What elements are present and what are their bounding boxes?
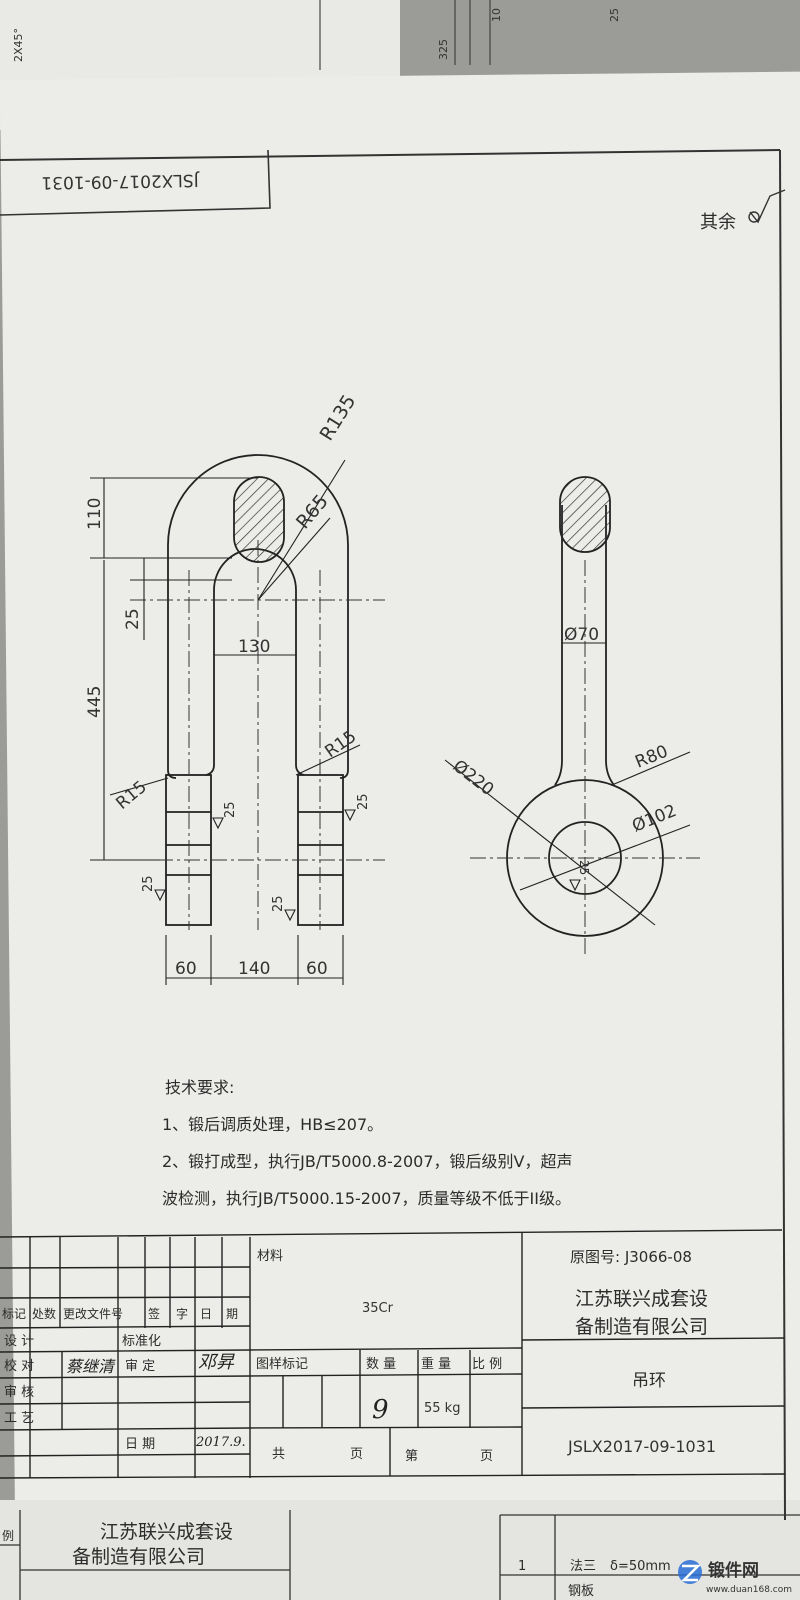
dim-130: 130 (238, 637, 270, 657)
roughness-symbol-icon (748, 189, 786, 224)
front-roughness-marks (154, 809, 356, 922)
side-hatched-section (559, 476, 611, 553)
dim-60-left: 60 (175, 959, 197, 979)
rev-header-date-1: 日 (200, 1307, 212, 1321)
signature-checker: 蔡继清 (66, 1357, 116, 1376)
watermark-name: 锻件网 (708, 1560, 759, 1581)
original-drawing-number: 原图号: J3066-08 (570, 1248, 692, 1266)
bottom-company-line1: 江苏联兴成套设 (100, 1521, 233, 1543)
sheet-border-right (779, 149, 786, 1521)
rev-header-mark: 标记 (2, 1307, 26, 1321)
role-review: 审 核 (4, 1385, 34, 1400)
tech-requirement-2: 2、锻打成型，执行JB/T5000.8-2007，锻后级别V，超声 (162, 1152, 572, 1171)
tech-requirement-2-cont: 波检测，执行JB/T5000.15-2007，质量等级不低于II级。 (162, 1189, 571, 1208)
tech-requirement-1: 1、锻后调质处理，HB≤207。 (162, 1115, 383, 1134)
side-center-lines (470, 560, 700, 955)
title-block-grid (0, 1229, 786, 1479)
approval-label: 审 定 (125, 1359, 155, 1374)
part-number: JSLX2017-09-1031 (567, 1437, 716, 1456)
sheet-number-label: 第 (405, 1449, 418, 1464)
signature-date: 2017.9. (195, 1435, 246, 1450)
weight-value: 55 kg (424, 1401, 460, 1416)
bottom-fragment-method: 法三 (570, 1559, 596, 1574)
dim-10-label: 10 (490, 8, 503, 22)
dim-445: 445 (85, 686, 105, 718)
total-sheets-unit: 页 (350, 1447, 363, 1462)
dim-60-right: 60 (306, 959, 328, 979)
rev-header-change-doc: 更改文件号 (63, 1306, 123, 1321)
roughness-25-right-lower: 25 (271, 895, 286, 912)
role-process: 工 艺 (4, 1411, 34, 1426)
material-label: 材料 (257, 1249, 283, 1264)
company-name-line1: 江苏联兴成套设 (575, 1288, 708, 1310)
quantity-label: 数 量 (366, 1357, 396, 1372)
surface-roughness-note: 其余 (700, 212, 736, 233)
role-design: 设 计 (4, 1334, 34, 1349)
background-sheet-bottom (0, 1500, 800, 1600)
tech-requirements-heading: 技术要求: (165, 1078, 234, 1097)
company-name-line2: 备制造有限公司 (575, 1316, 708, 1338)
rev-header-sign-2: 字 (176, 1306, 188, 1321)
roughness-25-center: 25 (577, 860, 591, 875)
drawing-stage-label: 图样标记 (256, 1357, 308, 1372)
front-center-lines (130, 540, 385, 930)
top-fragment (319, 0, 491, 70)
rev-header-sign-1: 签 (148, 1306, 160, 1321)
dim-diameter-102: Ø102 (629, 801, 679, 837)
drawing-number-upside-down: JSLX2017-09-1031 (41, 170, 200, 193)
bottom-fragment-thickness: δ=50mm (610, 1559, 671, 1574)
bottom-fragment-left: 例 (2, 1529, 14, 1543)
dim-diameter-70: Ø70 (564, 625, 599, 645)
watermark-logo (678, 1560, 702, 1584)
bottom-fragment-steel: 钢板 (568, 1584, 594, 1599)
total-sheets-label: 共 (272, 1447, 285, 1462)
quantity-value: 9 (372, 1395, 389, 1425)
sheet-number-unit: 页 (480, 1449, 493, 1464)
scale-label: 比 例 (472, 1357, 502, 1372)
side-dimension-lines (444, 642, 691, 926)
date-label: 日 期 (125, 1437, 155, 1452)
chamfer-label: 2X45° (12, 28, 25, 62)
part-name: 吊环 (632, 1371, 666, 1391)
dim-r135: R135 (316, 391, 361, 445)
signature-approver: 邓昇 (198, 1352, 235, 1373)
roughness-25-right-upper: 25 (356, 793, 371, 810)
bottom-sheet-grid (0, 1510, 800, 1600)
weight-label: 重 量 (421, 1356, 451, 1372)
bottom-fragment-one: 1 (518, 1559, 526, 1574)
dim-25-height: 25 (123, 608, 143, 630)
dim-diameter-220: Ø220 (449, 756, 497, 800)
standardization-label: 标准化 (122, 1334, 161, 1349)
dim-140: 140 (238, 959, 270, 979)
dim-25-label: 25 (608, 8, 621, 22)
dim-110: 110 (85, 498, 105, 530)
watermark-url: www.duan168.com (706, 1585, 792, 1595)
roughness-25-left-upper: 25 (223, 801, 238, 818)
drawing-number-box: JSLX2017-09-1031 (0, 149, 271, 216)
bottom-company-line2: 备制造有限公司 (72, 1546, 205, 1568)
dim-r15-left: R15 (112, 777, 150, 814)
roughness-25-left-lower: 25 (141, 875, 156, 892)
material-value: 35Cr (362, 1301, 394, 1316)
dim-r65: R65 (292, 490, 333, 533)
rev-header-count: 处数 (32, 1306, 56, 1321)
sheet-border-top (0, 149, 781, 161)
front-hatched-section (233, 476, 285, 563)
dim-325-label: 325 (437, 39, 450, 60)
role-check: 校 对 (4, 1358, 34, 1374)
front-dimension-lines (90, 459, 361, 985)
rev-header-date-2: 期 (226, 1307, 238, 1321)
dim-r15-right: R15 (321, 727, 360, 763)
